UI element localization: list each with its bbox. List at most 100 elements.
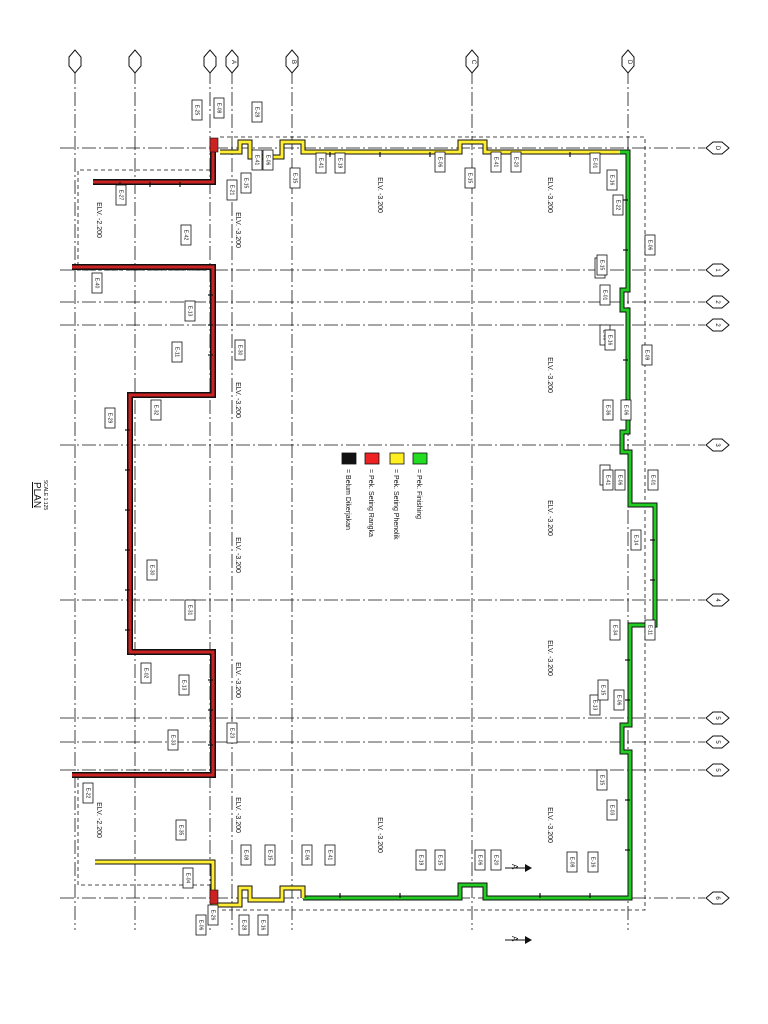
panel-tag-label: E-01 [592,158,598,169]
grid-bubble-top-3 [203,49,217,74]
drawing-title-block: PLAN SCALE 1:125 [31,480,48,511]
panel-tag: E-06 [614,469,626,491]
legend-item-phenolik: = Pek. Seting Phenolik [389,452,405,540]
panel-tag-label: E-21 [229,185,235,196]
panel-tag: E-41 [251,149,263,171]
panel-tag-label: E-35 [178,825,184,836]
section-marker-label: A [510,864,519,870]
panel-tag-label: E-01 [602,290,608,301]
panel-tag-label: E-15 [243,178,249,189]
panel-tag-label: E-31 [187,605,193,616]
panel-tag: E-15 [289,167,301,189]
wall-rangka-corner-top [209,137,219,153]
grid-bubble-top-d [621,49,635,74]
panel-tag: E-19 [334,152,346,174]
panel-tag-label: E-26 [210,910,216,921]
panel-tag-label: E-13 [181,680,187,691]
drawing-scale: SCALE 1:125 [42,480,48,511]
panel-tag: E-16 [257,914,269,936]
svg-text:6: 6 [714,896,720,900]
panel-tag-label: E-41 [605,475,611,486]
panel-tag-label: E-14 [633,535,639,546]
legend-label-belum: = Belum Dikerjakan [344,469,351,530]
elevation-label: ELV. -2.200 [95,202,102,238]
panel-tag-label: E-30 [237,345,243,356]
panel-tag-label: E-15 [437,855,443,866]
panel-tag-label: E-03 [609,805,615,816]
panel-tag-label: E-13 [592,700,598,711]
panel-tag-label: E-06 [477,855,483,866]
panel-tag: E-08 [566,851,578,873]
panel-tag-label: E-16 [260,920,266,931]
panel-tag-label: E-19 [418,855,424,866]
panel-tag: E-15 [597,679,609,701]
panel-tag-label: E-15 [292,173,298,184]
panel-tag: E-15 [596,254,608,276]
panel-tag-label: E-32 [153,405,159,416]
panel-tag-label: E-30 [149,565,155,576]
panel-tag-label: E-06 [647,240,653,251]
svg-text:5: 5 [714,768,720,772]
panel-tag: E-41 [490,151,502,173]
legend-item-rangka: = Pek. Seting Rangka [364,452,380,537]
panel-tag: E-06 [613,689,625,711]
grid-bubble-top-c [465,49,479,74]
panel-tag-label: E-34 [612,625,618,636]
section-markers: A A [505,864,532,944]
legend-label-phenolik: = Pek. Seting Phenolik [392,469,399,540]
panel-tag-label: E-15 [267,850,273,861]
panel-tag: E-40 [91,272,103,294]
wall-runs [72,137,658,908]
panel-tag-label: E-42 [183,230,189,241]
panel-tag-label: E-09 [644,350,650,361]
panel-tag: E-14 [630,529,642,551]
panel-tag: E-08 [213,97,225,119]
panel-tag: E-15 [596,769,608,791]
grid-label-top-d: D [626,60,632,65]
panel-tag-label: E-36 [605,405,611,416]
panel-tag: E-11 [171,341,183,363]
top-grid-labels: A B C D [230,60,632,65]
elevation-label: ELV. -3.200 [546,807,553,843]
panel-tag-label: E-13 [187,306,193,317]
panel-tag: E-13 [184,300,196,322]
elevation-label: ELV. -3.200 [546,357,553,393]
panel-tag-label: E-22 [615,200,621,211]
panel-tag: E-33 [167,729,179,751]
panel-tag: E-06 [644,234,656,256]
top-grid-bubbles [68,49,635,74]
svg-text:3: 3 [714,443,720,447]
panel-tag-label: E-40 [94,278,100,289]
panel-tag: E-06 [262,149,274,171]
panel-tag-label: E-15 [600,685,606,696]
panel-tag-label: E-41 [493,157,499,168]
panel-tag: E-41 [602,469,614,491]
panel-tag: E-01 [599,284,611,306]
anchor-ticks [119,152,655,898]
wall-phenolik-top-outline [220,139,622,160]
legend-swatch-belum [341,452,357,465]
grid-label-top-a: A [230,60,236,64]
panel-tag: E-23 [226,722,238,744]
elevation-label: ELV. -3.200 [234,212,241,248]
panel-tag: E-35 [175,819,187,841]
panel-tag: E-06 [620,399,632,421]
panel-tag: E-11 [644,619,656,641]
panel-tag: E-25 [191,99,203,121]
panel-tag: E-01 [647,469,659,491]
panel-tag: E-15 [264,844,276,866]
panel-tag-label: E-33 [170,735,176,746]
right-grid-labels: D 1 2 2 3 4 5 5 5 6 [714,146,720,901]
svg-text:5: 5 [714,716,720,720]
drawing-title: PLAN [31,482,42,508]
panel-tag: E-30 [234,339,246,361]
panel-tag: E-19 [415,849,427,871]
panel-tag-label: E-15 [467,173,473,184]
section-marker-label: A [510,936,519,942]
legend-label-rangka: = Pek. Seting Rangka [367,469,374,537]
panel-tag: E-06 [301,844,313,866]
panel-tag-label: E-01 [650,475,656,486]
right-grid-bubbles [705,141,730,905]
panel-tag-label: E-15 [599,775,605,786]
